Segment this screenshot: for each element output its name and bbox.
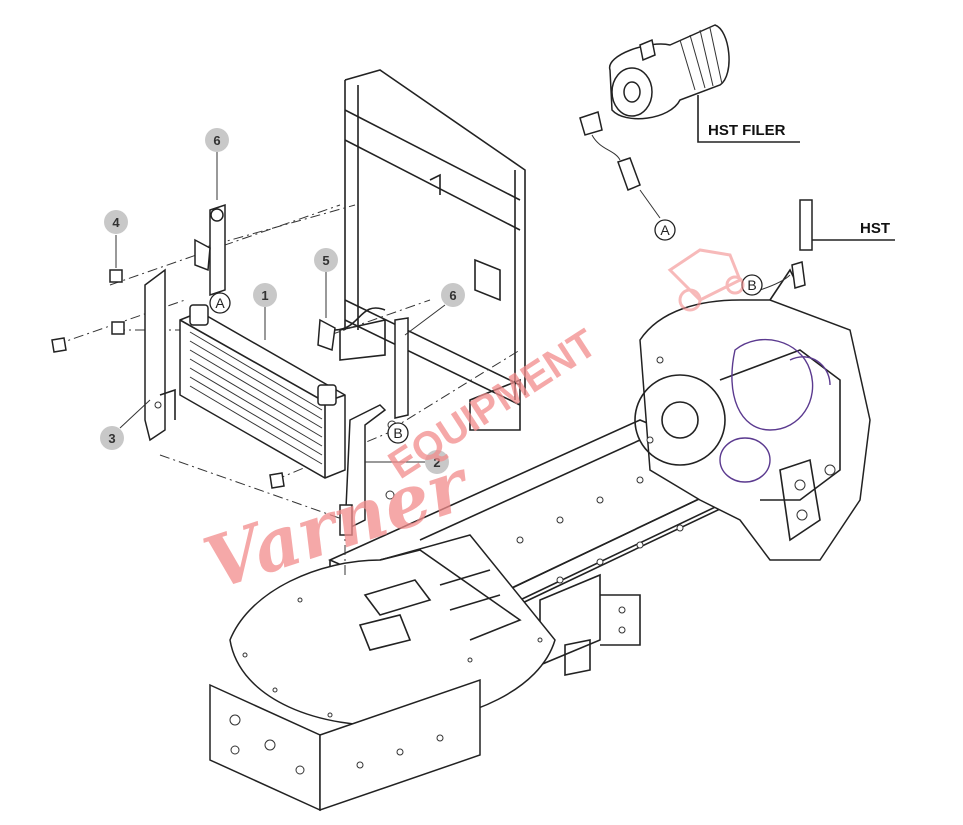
svg-text:5: 5: [322, 253, 329, 268]
hst-filter-label: HST FILER: [697, 95, 800, 143]
marker-b-hst: B: [741, 274, 763, 296]
callout-1: 1: [253, 283, 277, 340]
hst-label: HST: [812, 220, 895, 241]
lower-box-frame: [209, 678, 481, 812]
cooler-fins: [189, 331, 323, 465]
callout-3: 3: [100, 399, 151, 450]
svg-text:A: A: [215, 295, 225, 311]
svg-text:1: 1: [261, 288, 268, 303]
marker-a-filter: A: [654, 219, 676, 241]
marker-a-cooler: A: [209, 292, 231, 314]
svg-text:4: 4: [112, 215, 120, 230]
callout-4: 4: [104, 210, 128, 268]
callout-5: 5: [314, 248, 338, 318]
svg-text:A: A: [660, 222, 670, 238]
svg-text:3: 3: [108, 431, 115, 446]
callout-6-top: 6: [205, 128, 229, 200]
turntable-plate: [229, 534, 556, 727]
callout-2: 2: [365, 450, 449, 474]
svg-text:6: 6: [449, 288, 456, 303]
callout-6-right: 6: [404, 283, 465, 336]
left-bracket: [144, 268, 176, 442]
radiator-mount-frame: [339, 69, 526, 431]
svg-text:B: B: [747, 277, 756, 293]
watermark-tractor-icon: [667, 248, 745, 312]
oil-cooler: [179, 304, 346, 479]
hst-filter: [579, 24, 730, 219]
hst-filter-label-text: HST FILER: [708, 122, 786, 139]
svg-text:2: 2: [433, 455, 440, 470]
svg-text:6: 6: [213, 133, 220, 148]
marker-b-cooler: B: [387, 422, 409, 444]
hoses-and-fittings: [51, 203, 409, 536]
hst-pump-assembly: [634, 199, 871, 561]
hst-label-text: HST: [860, 220, 890, 237]
svg-text:B: B: [393, 425, 402, 441]
